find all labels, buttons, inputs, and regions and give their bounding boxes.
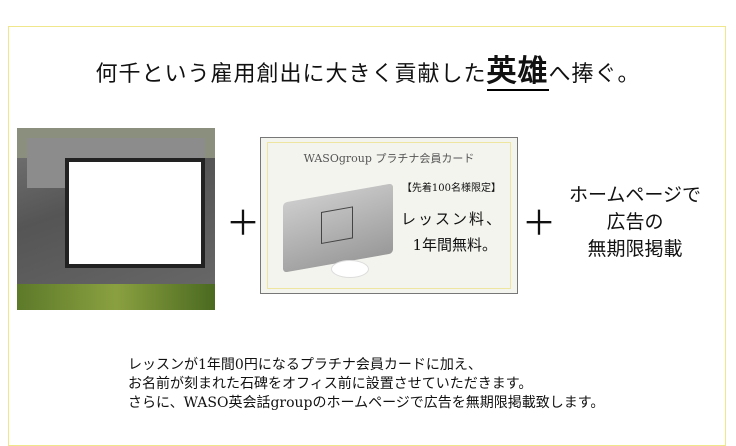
card-line1: レッスン料、: [400, 210, 503, 228]
plus-sign: ＋: [226, 204, 260, 244]
platinum-card-image: WASOgroup プラチナ会員カード 【先着100名様限定】 レッスン料、 1…: [260, 137, 518, 294]
description-line: レッスンが1年間0円になるプラチナ会員カードに加え、: [128, 357, 482, 373]
ad-line2: 広告の: [606, 211, 664, 233]
plus-sign: ＋: [522, 204, 556, 244]
card-title: WASOgroup プラチナ会員カード: [303, 152, 475, 165]
stone-monument-image: [17, 128, 215, 310]
description: レッスンが1年間0円になるプラチナ会員カードに加え、 お名前が刻まれた石碑をオフ…: [128, 356, 604, 413]
ad-line3: 無期限掲載: [587, 238, 683, 260]
card-limited: 【先着100名様限定】: [401, 183, 501, 194]
headline-emphasis: 英雄: [486, 54, 549, 91]
ad-line1: ホームページで: [568, 184, 702, 206]
headline: 何千という雇用創出に大きく貢献した英雄へ捧ぐ。: [0, 46, 736, 91]
description-line: さらに、WASO英会話groupのホームページで広告を無期限掲載致します。: [128, 395, 605, 411]
card-line2: 1年間無料。: [412, 236, 497, 254]
description-line: お名前が刻まれた石碑をオフィス前に設置させていただきます。: [128, 376, 533, 392]
headline-text: 何千という雇用創出に大きく貢献した: [95, 62, 487, 87]
headline-text-end: へ捧ぐ。: [548, 62, 641, 87]
homepage-ad-text: ホームページで 広告の 無期限掲載: [560, 182, 710, 263]
